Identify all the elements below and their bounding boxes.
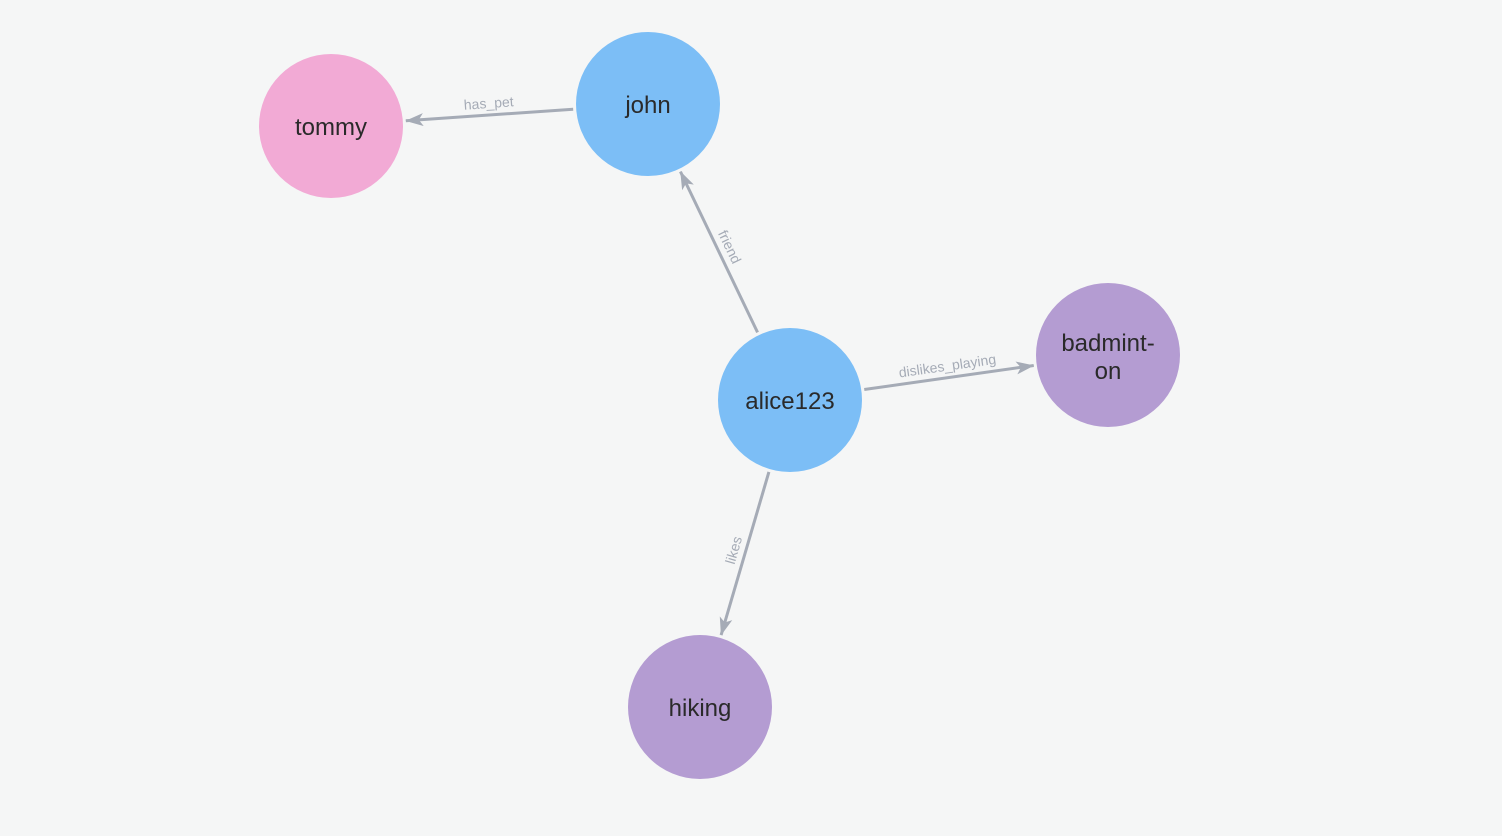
graph-node-john[interactable]: john <box>576 32 720 176</box>
node-label-line: on <box>1095 358 1122 385</box>
graph-node-tommy[interactable]: tommy <box>259 54 403 198</box>
node-label-john: john <box>624 92 670 119</box>
edge-dislikes_playing[interactable]: dislikes_playing <box>864 351 1035 391</box>
edge-line-friend[interactable] <box>679 170 759 334</box>
edge-label-dislikes_playing[interactable]: dislikes_playing <box>898 351 997 381</box>
edge-label-friend[interactable]: friend <box>715 228 745 267</box>
node-circle-tommy[interactable] <box>259 54 403 198</box>
graph-node-alice123[interactable]: alice123 <box>718 328 862 472</box>
node-circle-john[interactable] <box>576 32 720 176</box>
node-label-line: badmint- <box>1061 330 1154 357</box>
node-label-alice123: alice123 <box>745 388 834 415</box>
graph-node-hiking[interactable]: hiking <box>628 635 772 779</box>
edge-line-has_pet[interactable] <box>405 107 574 127</box>
edge-line-likes[interactable] <box>719 471 771 636</box>
node-label-tommy: tommy <box>295 114 367 141</box>
node-circle-badminton[interactable] <box>1036 283 1180 427</box>
node-label-badminton: badmint-on <box>1061 330 1154 385</box>
edge-has_pet[interactable]: has_pet <box>405 93 574 127</box>
edge-friend[interactable]: friend <box>679 170 759 334</box>
graph-node-badminton[interactable]: badmint-on <box>1036 283 1180 427</box>
node-circle-alice123[interactable] <box>718 328 862 472</box>
edge-label-likes[interactable]: likes <box>722 534 745 565</box>
node-circle-hiking[interactable] <box>628 635 772 779</box>
node-label-hiking: hiking <box>669 695 732 722</box>
edge-likes[interactable]: likes <box>719 471 771 636</box>
edge-line-dislikes_playing[interactable] <box>864 361 1035 391</box>
edge-label-has_pet[interactable]: has_pet <box>463 93 514 112</box>
